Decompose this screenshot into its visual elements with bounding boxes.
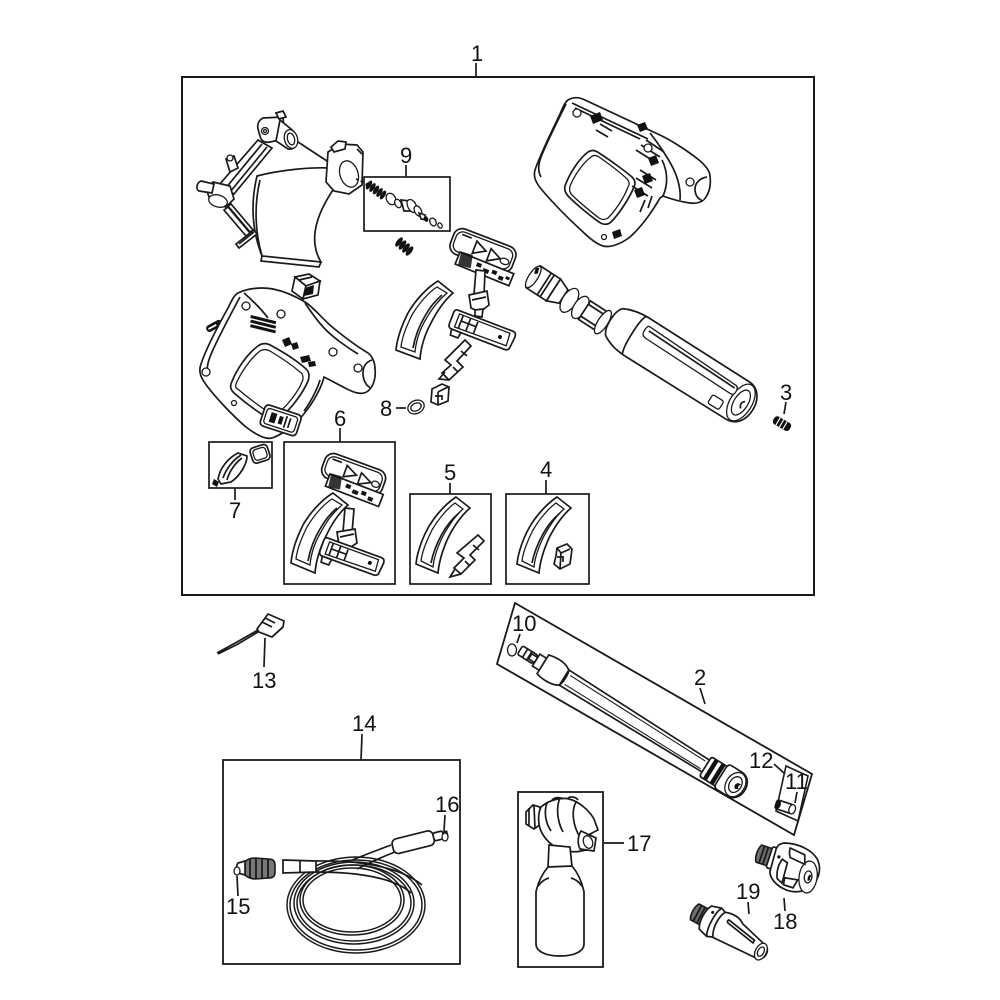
svg-text:16: 16: [435, 792, 459, 817]
svg-text:1: 1: [471, 41, 483, 66]
svg-text:4: 4: [540, 457, 552, 482]
svg-text:14: 14: [352, 711, 376, 736]
svg-text:19: 19: [736, 879, 760, 904]
svg-text:9: 9: [400, 143, 412, 168]
svg-text:17: 17: [627, 831, 651, 856]
svg-text:2: 2: [694, 665, 706, 690]
svg-text:5: 5: [444, 460, 456, 485]
svg-text:12: 12: [749, 748, 773, 773]
svg-text:8: 8: [380, 396, 392, 421]
svg-text:11: 11: [785, 769, 808, 794]
svg-text:6: 6: [334, 406, 346, 431]
svg-text:13: 13: [252, 668, 276, 693]
svg-text:18: 18: [773, 909, 797, 934]
svg-text:15: 15: [226, 894, 250, 919]
svg-text:3: 3: [780, 380, 792, 405]
svg-text:7: 7: [229, 498, 241, 523]
svg-text:10: 10: [512, 611, 536, 636]
